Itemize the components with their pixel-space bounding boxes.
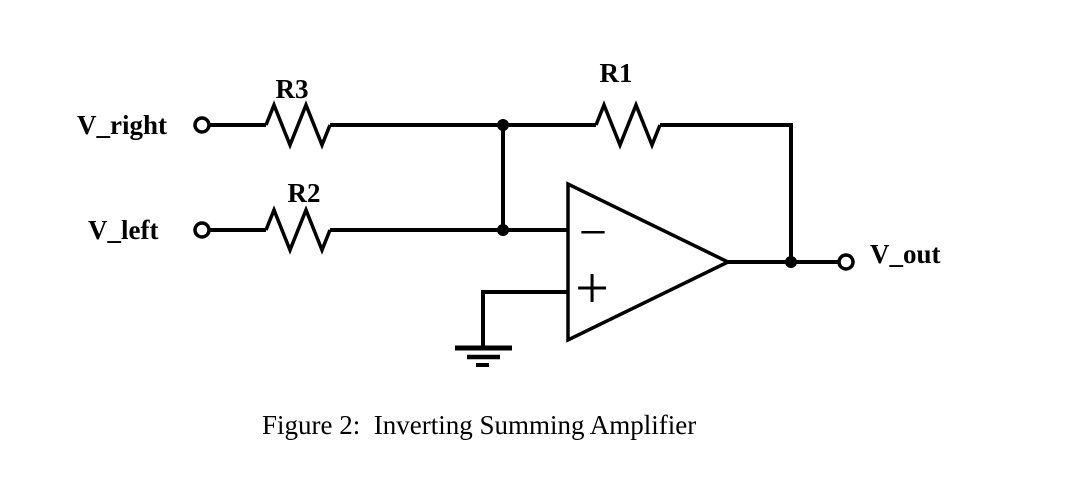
terminal-vout xyxy=(837,253,855,271)
label-v-right: V_right xyxy=(77,110,167,140)
label-r2: R2 xyxy=(288,178,321,208)
junction-dot-top xyxy=(497,119,509,131)
resistor-r1-symbol xyxy=(594,100,662,150)
resistor-r2-symbol xyxy=(264,205,332,255)
opamp-inverting-input-sign: − xyxy=(579,204,607,260)
label-v-out: V_out xyxy=(870,239,941,269)
label-v-left: V_left xyxy=(88,215,158,245)
junction-dot-output xyxy=(785,256,797,268)
label-r1: R1 xyxy=(600,58,633,88)
label-r3: R3 xyxy=(276,74,309,104)
junction-dot-inverting xyxy=(497,224,509,236)
opamp-noninverting-input-sign: + xyxy=(575,255,609,321)
opamp-triangle xyxy=(566,181,732,343)
terminal-vleft xyxy=(193,221,211,239)
figure-caption: Figure 2: Inverting Summing Amplifier xyxy=(262,410,697,440)
wire-noninverting-to-ground xyxy=(481,290,568,346)
resistor-r3-symbol xyxy=(264,100,332,150)
terminal-vright xyxy=(193,116,211,134)
ground-symbol xyxy=(455,345,512,367)
